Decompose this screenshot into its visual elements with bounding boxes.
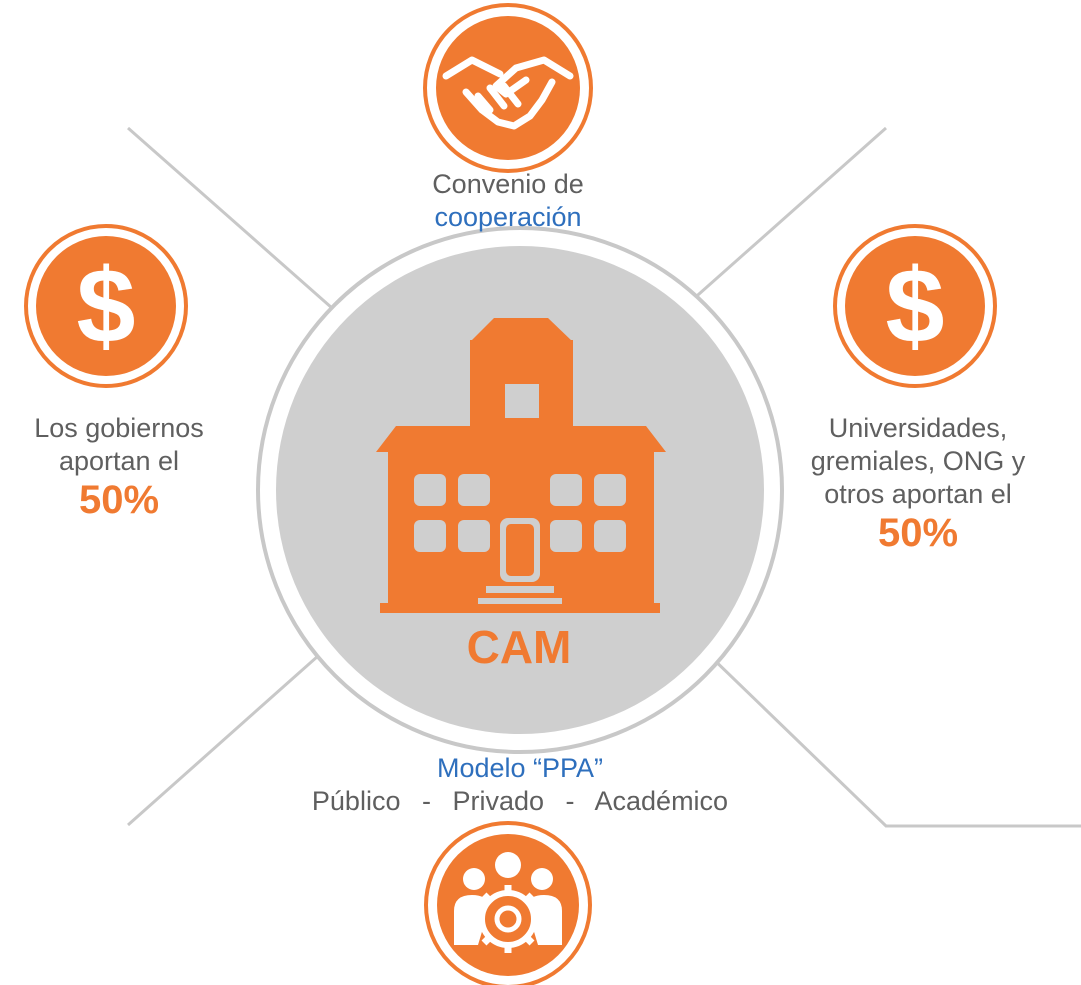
svg-text:$: $ bbox=[77, 247, 136, 365]
right-percent: 50% bbox=[877, 511, 959, 555]
left-label-line1: Los gobiernos bbox=[34, 413, 204, 443]
left-label: Los gobiernos aportan el 50% bbox=[6, 412, 232, 522]
connector-lines bbox=[127, 126, 1081, 828]
connector-line-bottom-right bbox=[704, 650, 1081, 828]
left-dollar-icon: $ bbox=[24, 224, 188, 388]
top-label: Convenio de cooperación bbox=[398, 168, 618, 234]
right-label: Universidades, gremiales, ONG y otros ap… bbox=[798, 412, 1038, 555]
connector-line-bottom-left bbox=[127, 654, 319, 827]
top-label-line1: Convenio de bbox=[432, 169, 584, 199]
bottom-label: Modelo “PPA” Público - Privado - Académi… bbox=[250, 752, 790, 818]
connector-line-top-right bbox=[689, 126, 887, 304]
svg-text:$: $ bbox=[886, 247, 945, 365]
center-label: CAM bbox=[466, 621, 572, 673]
school-building-icon bbox=[376, 318, 666, 613]
handshake-icon bbox=[423, 3, 593, 173]
bottom-label-line2: Público - Privado - Académico bbox=[311, 786, 729, 816]
right-dollar-icon: $ bbox=[833, 224, 997, 388]
top-label-line2: cooperación bbox=[434, 202, 582, 232]
right-label-line1: Universidades, bbox=[828, 413, 1008, 443]
connector-line-top-left bbox=[127, 126, 333, 310]
right-label-line2: gremiales, ONG y bbox=[810, 446, 1026, 476]
right-label-line3: otros aportan el bbox=[824, 479, 1012, 509]
left-percent: 50% bbox=[78, 478, 160, 522]
bottom-label-line1: Modelo “PPA” bbox=[436, 753, 604, 783]
team-gear-icon bbox=[424, 821, 592, 985]
left-label-line2: aportan el bbox=[58, 446, 180, 476]
